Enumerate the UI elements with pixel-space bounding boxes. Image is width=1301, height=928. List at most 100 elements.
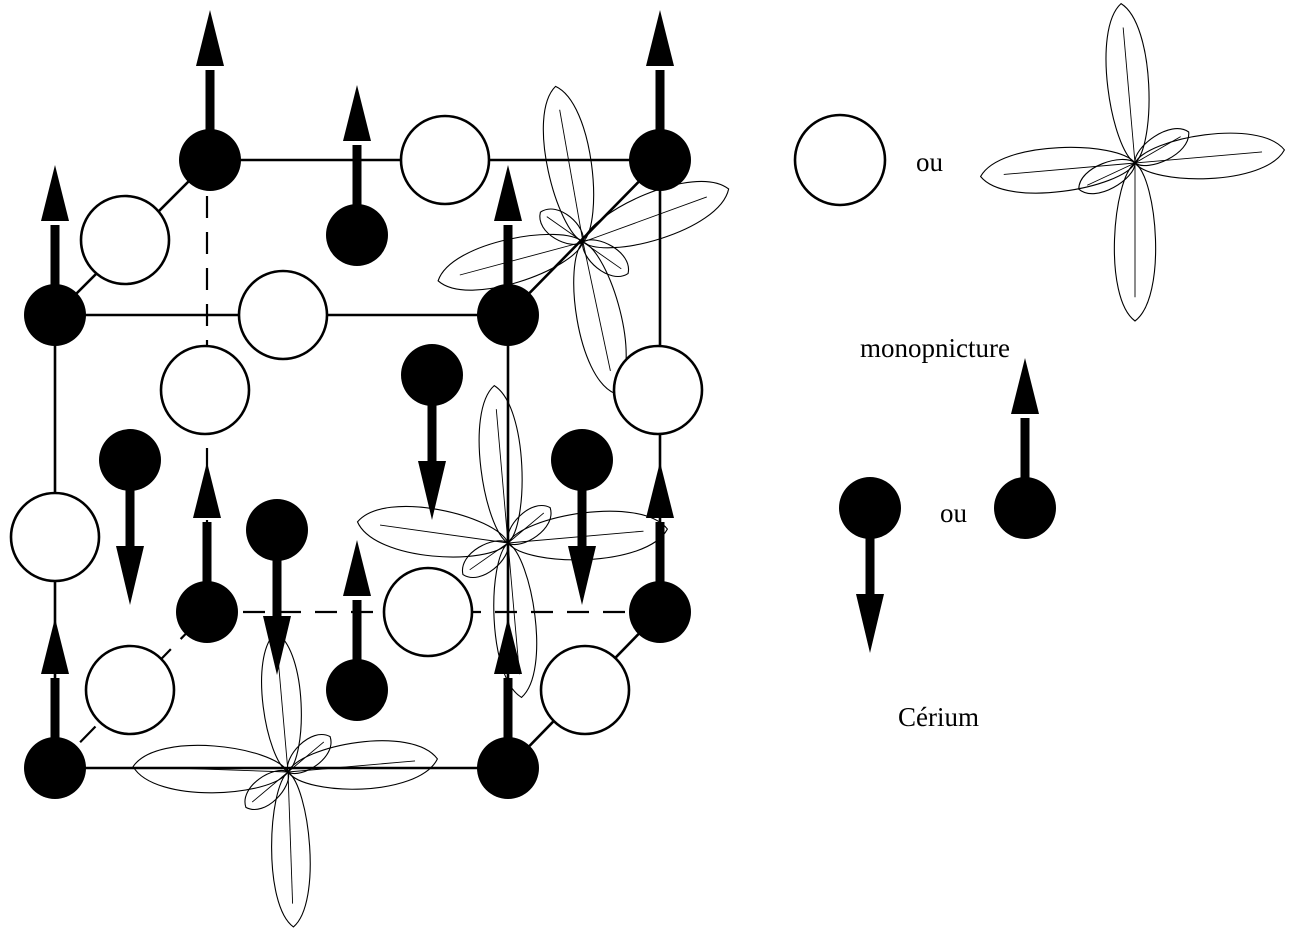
spin-arrow-up-icon <box>193 462 221 518</box>
spin-arrow-up-icon <box>494 618 522 674</box>
cerium-atom <box>839 477 901 653</box>
cerium-atom <box>24 618 86 799</box>
orbital-axis <box>1087 162 1136 186</box>
orbital-axis <box>582 241 622 270</box>
spin-arrow-up-icon <box>41 165 69 221</box>
cerium-dot <box>477 284 539 346</box>
spin-arrow-up-icon <box>196 10 224 66</box>
orbital-lobe <box>493 542 538 699</box>
cerium-dot <box>629 129 691 191</box>
spin-arrow-down-icon <box>116 546 144 605</box>
orbital-lobe <box>1134 132 1286 180</box>
orbital-axis <box>277 653 289 773</box>
pnictide-atom <box>612 344 704 436</box>
orbital-lobe <box>507 510 669 561</box>
spin-arrow-up-icon <box>1011 358 1039 414</box>
orbital-lobe <box>1113 162 1157 322</box>
orbital-lobe <box>287 740 439 790</box>
legend-pnictide-atom <box>793 113 887 207</box>
legend-symbols <box>793 2 1286 653</box>
cerium-dot <box>246 499 308 561</box>
cerium-dot <box>176 581 238 643</box>
cerium-atom <box>179 10 241 191</box>
d-orbital-icon <box>356 384 669 699</box>
orbital-axis <box>507 512 545 544</box>
legend-cerium-or: ou <box>940 498 967 528</box>
cerium-atoms <box>24 10 691 799</box>
spin-arrow-down-icon <box>418 461 446 520</box>
cerium-atom <box>551 429 613 605</box>
cerium-dot <box>24 737 86 799</box>
orbital-axis <box>582 196 707 243</box>
d-orbital-icon <box>979 2 1286 322</box>
cerium-dot <box>179 129 241 191</box>
orbital-lobe <box>1134 128 1190 167</box>
spin-arrow-up-icon <box>343 540 371 596</box>
cerium-dot <box>24 284 86 346</box>
pnictide-atom <box>79 194 171 286</box>
cerium-dot <box>326 659 388 721</box>
orbital-axis <box>546 216 584 243</box>
orbital-axis <box>379 524 509 544</box>
cerium-atom <box>629 462 691 643</box>
cerium-atom <box>176 462 238 643</box>
pnictide-atoms <box>9 114 704 736</box>
orbital-axis <box>251 771 289 803</box>
orbital-lobe <box>582 180 730 249</box>
legend-cerium-caption: Cérium <box>898 702 979 732</box>
orbital-lobe <box>271 771 311 928</box>
legend-pnictide-or: ou <box>916 147 943 177</box>
cerium-dot <box>99 429 161 491</box>
orbital-lobe <box>1078 158 1136 195</box>
orbital-axis <box>559 109 584 243</box>
spin-arrow-up-icon <box>646 10 674 66</box>
cerium-dot <box>401 344 463 406</box>
pnictide-atom <box>159 344 251 436</box>
cerium-atom <box>326 85 388 266</box>
orbital-axis <box>287 771 294 904</box>
pnictide-atom <box>9 491 101 583</box>
orbital-axis <box>495 409 509 544</box>
orbital-axis <box>287 741 325 773</box>
d-orbital-icon <box>132 631 439 928</box>
orbital-lobe <box>539 208 584 245</box>
orbital-lobe <box>286 734 332 775</box>
cerium-dot <box>551 429 613 491</box>
cerium-atom <box>477 165 539 346</box>
cerium-dot <box>477 737 539 799</box>
orbital-axis <box>156 766 289 773</box>
pnictide-atom <box>237 269 329 361</box>
spin-arrow-down-icon <box>568 546 596 605</box>
cerium-atom <box>24 165 86 346</box>
spin-arrow-up-icon <box>343 85 371 141</box>
cerium-dot <box>994 477 1056 539</box>
orbital-lobe <box>462 540 509 578</box>
cerium-atom <box>401 344 463 520</box>
orbital-lobe <box>478 384 523 544</box>
orbital-axis <box>459 241 584 276</box>
orbital-axis <box>1003 162 1136 175</box>
cerium-dot <box>326 204 388 266</box>
orbital-axis <box>507 542 520 675</box>
cerium-dot <box>839 477 901 539</box>
orbital-axis <box>1134 151 1263 164</box>
pnictide-atom <box>84 644 176 736</box>
cerium-atom <box>994 358 1056 539</box>
spin-arrow-up-icon <box>41 618 69 674</box>
cerium-atom <box>246 499 308 675</box>
spin-arrow-up-icon <box>646 462 674 518</box>
spin-arrow-down-icon <box>856 594 884 653</box>
orbital-axis <box>469 542 509 571</box>
orbital-lobe <box>979 146 1136 194</box>
orbital-axis <box>507 530 644 544</box>
orbital-axis <box>582 241 611 371</box>
pnictide-atom <box>399 114 491 206</box>
orbital-lobe <box>582 239 629 277</box>
orbital-lobe <box>1105 2 1150 164</box>
d-orbital-icon <box>437 85 730 395</box>
orbital-lobe <box>542 85 595 243</box>
orbital-axis <box>1134 136 1181 164</box>
orbital-axis <box>1122 27 1136 164</box>
spin-arrow-up-icon <box>494 165 522 221</box>
